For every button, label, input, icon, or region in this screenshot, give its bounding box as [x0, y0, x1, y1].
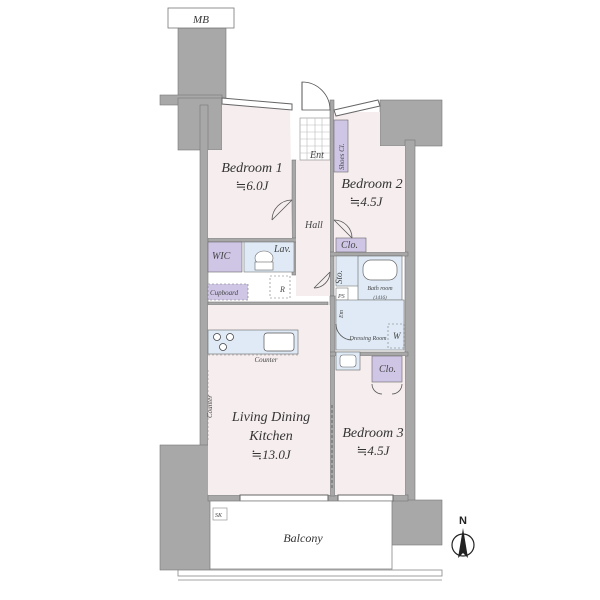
dressing-room	[335, 299, 405, 351]
windows	[221, 97, 394, 502]
balcony-label: Balcony	[283, 531, 323, 545]
ps-label: PS	[337, 294, 345, 300]
bedroom3-closet-label: Clo.	[379, 364, 396, 375]
ldk-area: ≒13.0J	[251, 447, 292, 462]
ldk-label-line1: Living Dining	[231, 410, 310, 425]
bedroom2-area: ≒4.5J	[350, 194, 384, 209]
wic-area	[207, 241, 295, 301]
r-label: R	[279, 285, 285, 294]
walls	[159, 27, 443, 571]
cupboard-box	[207, 283, 249, 301]
hall-closet-label: Clo.	[341, 240, 358, 251]
washer-label: W	[393, 331, 402, 341]
entrance	[299, 81, 349, 173]
wic-label: WIC	[212, 251, 231, 262]
hall-floor	[296, 160, 330, 296]
kitchen	[207, 329, 299, 440]
bedroom3-area: ≒4.5J	[357, 443, 391, 458]
sto-label: Sto.	[334, 270, 344, 284]
bath-size-label: (1416)	[373, 296, 387, 301]
shoes-cl-label: Shoes Cl.	[338, 143, 346, 170]
counter-vertical-label: Counter	[206, 395, 214, 418]
dressing-room-label: Dressing Room	[349, 336, 388, 342]
wic-closet	[207, 241, 243, 273]
bedroom3-closet	[371, 355, 403, 383]
hall-closet	[335, 237, 367, 253]
bath-area	[335, 237, 405, 383]
north-label: N	[459, 515, 467, 527]
bedroom1-floor	[208, 103, 292, 238]
refrigerator-space	[269, 275, 291, 299]
washer-space	[387, 323, 405, 349]
bedroom1-label: Bedroom 1	[221, 161, 282, 176]
hall-label: Hall	[304, 220, 323, 231]
ent-label: Ent	[309, 150, 324, 161]
counter-label: Counter	[255, 356, 278, 364]
north-arrow: N	[451, 515, 475, 558]
ldk-label-line2: Kitchen	[248, 429, 293, 444]
sk-box	[212, 507, 228, 521]
kitchen-sink	[263, 332, 295, 352]
sk-label: SK	[215, 513, 223, 519]
cupboard-label: Cupboard	[210, 289, 239, 297]
bedroom2-label: Bedroom 2	[341, 177, 402, 192]
doors	[271, 199, 403, 490]
bedroom1-area: ≒6.0J	[236, 178, 270, 193]
shoes-closet	[333, 119, 349, 173]
north-arrow-icon	[458, 528, 468, 558]
bedroom2-floor	[334, 112, 405, 252]
bathroom-label: Bath room	[367, 286, 393, 292]
bedroom3-label: Bedroom 3	[342, 426, 403, 441]
lav-label: Lav.	[273, 244, 291, 255]
mb-label: MB	[192, 14, 209, 26]
em-label: Em	[339, 309, 345, 319]
mb-box	[167, 7, 235, 29]
balcony	[177, 500, 443, 581]
